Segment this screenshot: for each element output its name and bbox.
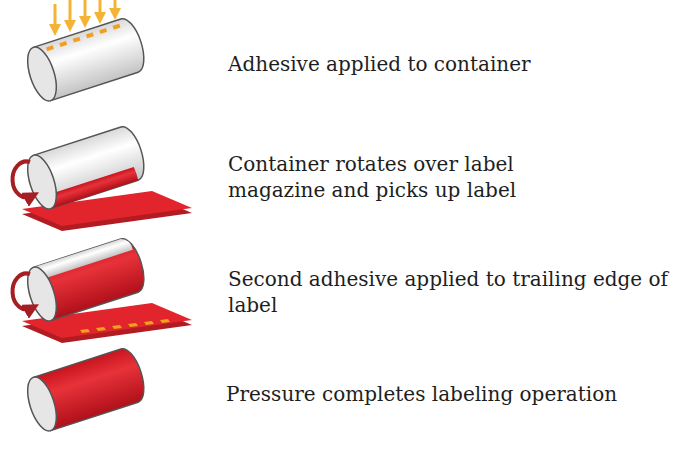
step-label: Second adhesive applied to trailing edge…: [228, 266, 668, 318]
step-label: Container rotates over label magazine an…: [228, 151, 568, 203]
step-label: Pressure completes labeling operation: [226, 381, 684, 407]
step-label: Adhesive applied to container: [228, 51, 668, 77]
rotation-arrow: [13, 273, 32, 309]
container: [22, 15, 150, 104]
container: [22, 123, 150, 212]
rotation-arrow: [13, 161, 32, 197]
labeled-container: [22, 345, 150, 434]
container: [22, 235, 150, 324]
